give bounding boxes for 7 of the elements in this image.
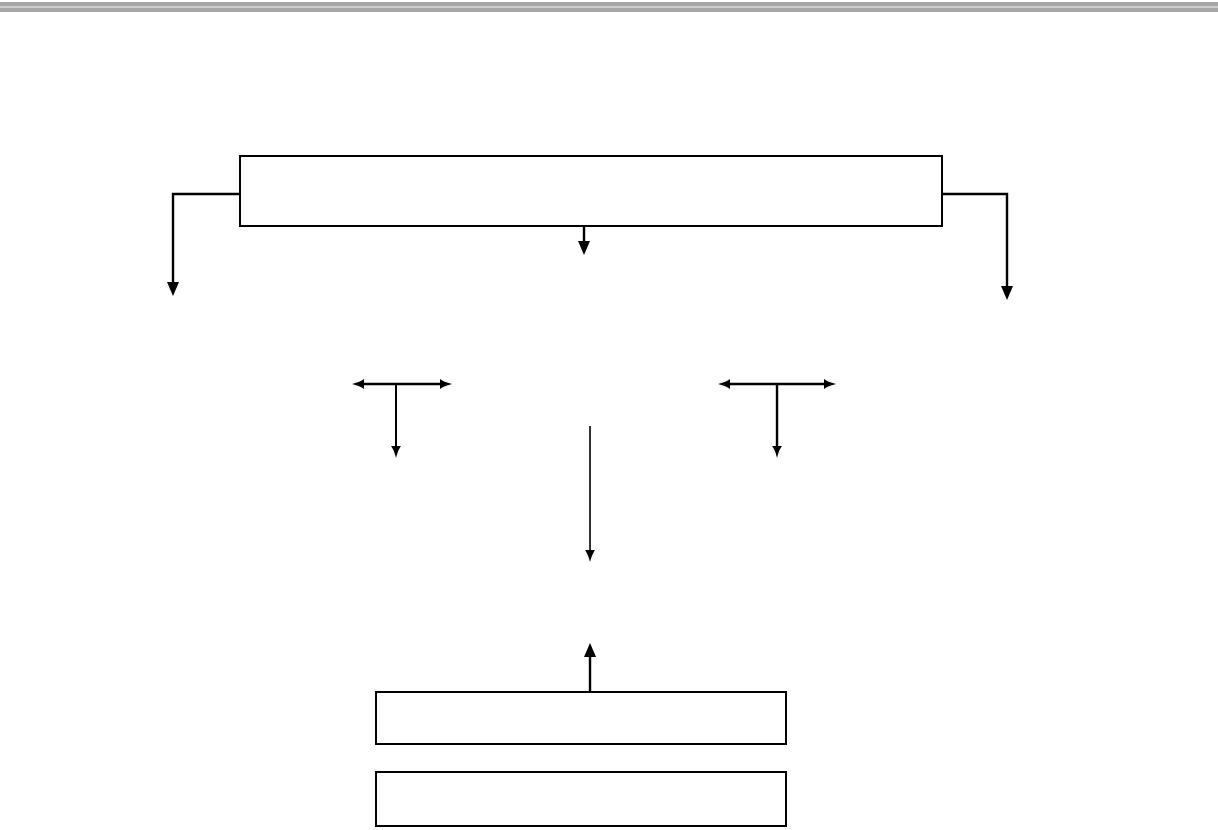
arrow bbox=[943, 192, 1013, 300]
arrow bbox=[578, 227, 590, 255]
empty-box bbox=[375, 691, 787, 745]
empty-box bbox=[375, 771, 787, 827]
empty-box bbox=[239, 155, 943, 227]
arrow bbox=[167, 192, 239, 296]
arrow bbox=[584, 643, 596, 691]
